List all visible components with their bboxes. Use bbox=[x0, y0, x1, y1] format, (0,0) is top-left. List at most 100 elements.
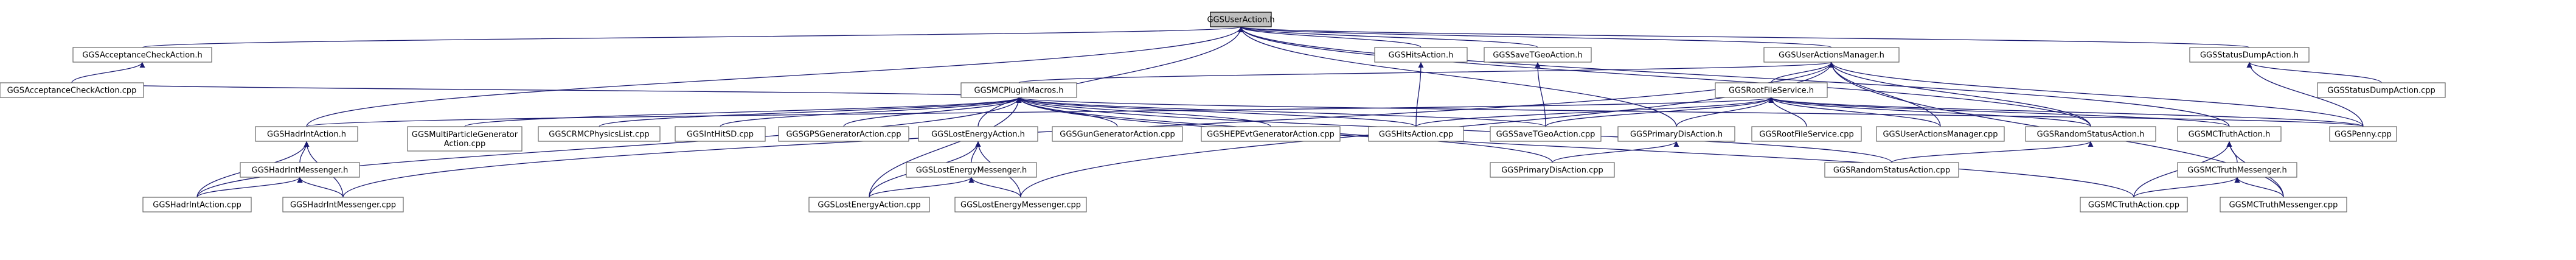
file-node-cr-cpp[interactable]: GGSCRMCPhysicsList.cpp bbox=[538, 126, 661, 142]
edge-hits-h-includes-useraction-h bbox=[1238, 26, 1422, 48]
edge-savetgeo-cpp-includes-mcplugin-h bbox=[1016, 97, 1546, 127]
file-node-lostenergy-cpp[interactable]: GGSLostEnergyAction.cpp bbox=[808, 197, 930, 213]
node-box bbox=[918, 126, 1038, 142]
file-node-uam-cpp[interactable]: GGSUserActionsManager.cpp bbox=[1876, 126, 2005, 142]
file-node-uam-h[interactable]: GGSUserActionsManager.h bbox=[1763, 47, 1900, 63]
node-box bbox=[2080, 197, 2188, 213]
edge-uam-cpp-includes-rootfile-h bbox=[1768, 97, 1941, 127]
node-box bbox=[240, 162, 360, 178]
file-node-penny-cpp[interactable]: GGSPenny.cpp bbox=[2329, 126, 2397, 142]
edge-penny-cpp-includes-mcplugin-h bbox=[1016, 97, 2364, 127]
node-label: GGSLostEnergyMessenger.h bbox=[916, 166, 1027, 175]
node-label: GGSMCTruthMessenger.cpp bbox=[2229, 201, 2338, 210]
node-box bbox=[282, 197, 404, 213]
edge-statusdump-h-includes-useraction-h bbox=[1238, 26, 2250, 48]
file-node-gungen-cpp[interactable]: GGSGunGeneratorAction.cpp bbox=[1052, 126, 1183, 142]
node-label: GGSSaveTGeoAction.h bbox=[1493, 51, 1582, 60]
file-node-inthitsd-cpp[interactable]: GGSIntHitSD.cpp bbox=[675, 126, 766, 142]
node-box bbox=[906, 162, 1037, 178]
file-node-savetgeo-h[interactable]: GGSSaveTGeoAction.h bbox=[1484, 47, 1592, 63]
file-node-hadrint-cpp[interactable]: GGSHadrIntAction.cpp bbox=[142, 197, 252, 213]
edge-primdis-h-includes-rootfile-h bbox=[1676, 97, 1774, 127]
node-box bbox=[1751, 126, 1862, 142]
file-node-statusdump-h[interactable]: GGSStatusDumpAction.h bbox=[2189, 47, 2310, 63]
edge-hadrint-h-includes-rootfile-h bbox=[306, 97, 1774, 127]
file-node-gps-cpp[interactable]: GGSGPSGeneratorAction.cpp bbox=[778, 126, 909, 142]
edge-acccheck-cpp-includes-acccheck-h bbox=[71, 61, 145, 83]
edge-lostenergymsg-cpp-includes-lostenergymsg-h bbox=[968, 177, 1021, 198]
node-box bbox=[1617, 126, 1735, 142]
file-node-hits-cpp[interactable]: GGSHitsAction.cpp bbox=[1368, 126, 1464, 142]
file-node-hepevt-cpp[interactable]: GGSHEPEvtGeneratorAction.cpp bbox=[1201, 126, 1341, 142]
node-label: Action.cpp bbox=[444, 139, 486, 149]
node-label: GGSLostEnergyAction.cpp bbox=[818, 201, 920, 210]
node-box bbox=[954, 197, 1087, 213]
edge-inthitsd-cpp-includes-mcplugin-h bbox=[720, 97, 1022, 127]
file-node-randstat-h[interactable]: GGSRandomStatusAction.h bbox=[2025, 126, 2156, 142]
file-node-mctruth-h[interactable]: GGSMCTruthAction.h bbox=[2177, 126, 2282, 142]
file-node-mctruthmsg-h[interactable]: GGSMCTruthMessenger.h bbox=[2177, 162, 2297, 178]
file-node-acccheck-cpp[interactable]: GGSAcceptanceCheckAction.cpp bbox=[0, 82, 144, 98]
file-node-rootfile-h[interactable]: GGSRootFileService.h bbox=[1715, 82, 1828, 98]
edge-gps-cpp-includes-mcplugin-h bbox=[843, 97, 1022, 127]
edge-mctruth-cpp-includes-mcplugin-h bbox=[1016, 97, 2134, 198]
file-node-lostenergymsg-cpp[interactable]: GGSLostEnergyMessenger.cpp bbox=[954, 197, 1087, 213]
edge-randstat-h-includes-uam-h bbox=[1828, 61, 2091, 127]
file-node-hits-h[interactable]: GGSHitsAction.h bbox=[1374, 47, 1468, 63]
node-box bbox=[1490, 126, 1602, 142]
file-node-randstat-cpp[interactable]: GGSRandomStatusAction.cpp bbox=[1824, 162, 1959, 178]
node-box bbox=[142, 197, 252, 213]
file-node-lostenergy-h[interactable]: GGSLostEnergyAction.h bbox=[918, 126, 1038, 142]
edge-acccheck-cpp-includes-mcplugin-h bbox=[71, 82, 1021, 98]
node-label: GGSLostEnergyAction.h bbox=[931, 130, 1025, 139]
node-box bbox=[2025, 126, 2156, 142]
node-label: GGSCRMCPhysicsList.cpp bbox=[549, 130, 649, 139]
edge-penny-cpp-includes-uam-h bbox=[1828, 61, 2364, 127]
file-node-acccheck-h[interactable]: GGSAcceptanceCheckAction.h bbox=[72, 47, 212, 63]
node-label: GGSUserActionsManager.h bbox=[1779, 51, 1884, 60]
file-node-savetgeo-cpp[interactable]: GGSSaveTGeoAction.cpp bbox=[1490, 126, 1602, 142]
node-box bbox=[255, 126, 358, 142]
node-box bbox=[2189, 47, 2310, 63]
node-box bbox=[2220, 197, 2347, 213]
node-box bbox=[1490, 162, 1615, 178]
edge-randstat-h-includes-rootfile-h bbox=[1768, 97, 2091, 127]
edge-lostenergy-cpp-includes-lostenergymsg-h bbox=[869, 177, 974, 198]
file-node-hadrint-h[interactable]: GGSHadrIntAction.h bbox=[255, 126, 358, 142]
edge-mctruth-h-includes-useraction-h bbox=[1238, 26, 2230, 127]
file-node-primdis-cpp[interactable]: GGSPrimaryDisAction.cpp bbox=[1490, 162, 1615, 178]
file-node-useraction-h[interactable]: GGSUserAction.h bbox=[1207, 12, 1275, 27]
node-box bbox=[1201, 126, 1341, 142]
file-node-hadrintmsg-cpp[interactable]: GGSHadrIntMessenger.cpp bbox=[282, 197, 404, 213]
edge-savetgeo-cpp-includes-savetgeo-h bbox=[1535, 61, 1546, 127]
edge-hepevt-cpp-includes-mcplugin-h bbox=[1016, 97, 1271, 127]
node-label: GGSIntHitSD.cpp bbox=[687, 130, 754, 139]
file-node-rootfile-cpp[interactable]: GGSRootFileService.cpp bbox=[1751, 126, 1862, 142]
node-box bbox=[1715, 82, 1828, 98]
file-node-mctruthmsg-cpp[interactable]: GGSMCTruthMessenger.cpp bbox=[2220, 197, 2347, 213]
file-node-mctruth-cpp[interactable]: GGSMCTruthAction.cpp bbox=[2080, 197, 2188, 213]
file-node-primdis-h[interactable]: GGSPrimaryDisAction.h bbox=[1617, 126, 1735, 142]
node-box bbox=[0, 82, 144, 98]
file-node-hadrintmsg-h[interactable]: GGSHadrIntMessenger.h bbox=[240, 162, 360, 178]
node-box bbox=[778, 126, 909, 142]
edge-randstat-h-includes-useraction-h bbox=[1238, 26, 2091, 127]
file-node-lostenergymsg-h[interactable]: GGSLostEnergyMessenger.h bbox=[906, 162, 1037, 178]
node-label: GGSPrimaryDisAction.h bbox=[1630, 130, 1723, 139]
node-label: GGSRandomStatusAction.h bbox=[2037, 130, 2145, 139]
node-box bbox=[407, 126, 522, 152]
node-box bbox=[2177, 162, 2297, 178]
edge-statusdump-cpp-includes-statusdump-h bbox=[2246, 61, 2382, 83]
node-label: GGSAcceptanceCheckAction.cpp bbox=[7, 86, 137, 96]
node-label: GGSGunGeneratorAction.cpp bbox=[1060, 130, 1175, 139]
edge-lostenergy-h-includes-useraction-h bbox=[977, 26, 1244, 127]
node-box bbox=[1368, 126, 1464, 142]
edge-lostenergy-cpp-includes-mcplugin-h bbox=[869, 97, 1022, 198]
file-node-mcplugin-h[interactable]: GGSMCPluginMacros.h bbox=[960, 82, 1077, 98]
edge-penny-cpp-includes-statusdump-h bbox=[2246, 61, 2364, 127]
file-node-statusdump-cpp[interactable]: GGSStatusDumpAction.cpp bbox=[2317, 82, 2446, 98]
node-box bbox=[2177, 126, 2282, 142]
node-box bbox=[960, 82, 1077, 98]
node-box bbox=[1484, 47, 1592, 63]
